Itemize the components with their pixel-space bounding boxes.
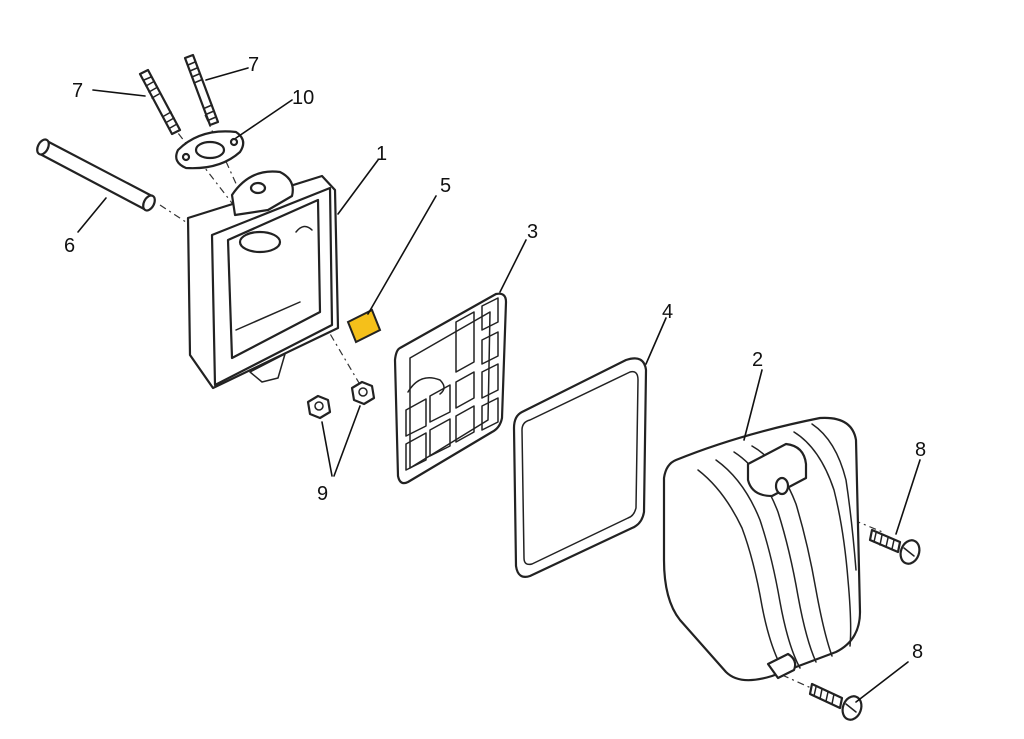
callout-5: 5 — [440, 175, 451, 197]
part-9-nut-left — [306, 394, 332, 420]
callout-9: 9 — [317, 483, 328, 505]
callout-3: 3 — [527, 221, 538, 243]
callout-8-lower: 8 — [912, 641, 923, 663]
callout-7-left: 7 — [72, 80, 83, 102]
part-9-nut-right — [350, 380, 376, 406]
part-4-filter-element — [512, 357, 648, 578]
callout-10: 10 — [292, 87, 314, 109]
part-5-highlighted-element — [346, 308, 382, 344]
part-1-air-cleaner-base — [186, 170, 340, 390]
callout-7-right: 7 — [248, 54, 259, 76]
part-2-cover — [662, 416, 862, 682]
part-6-tube — [36, 138, 156, 212]
callout-6: 6 — [64, 235, 75, 257]
callout-4: 4 — [662, 301, 673, 323]
leader-lines — [77, 67, 921, 703]
part-7-stud-right — [183, 53, 220, 127]
part-7-stud-left — [138, 68, 182, 136]
callout-8-upper: 8 — [915, 439, 926, 461]
part-3-grid-screen — [393, 292, 508, 485]
part-10-gasket — [175, 130, 245, 170]
part-8-screw-lower — [808, 682, 863, 721]
callout-2: 2 — [752, 349, 763, 371]
callout-1: 1 — [376, 143, 387, 165]
part-8-screw-upper — [868, 528, 921, 565]
callout-labels: 7 7 10 1 5 6 3 4 2 9 8 8 — [64, 54, 926, 663]
